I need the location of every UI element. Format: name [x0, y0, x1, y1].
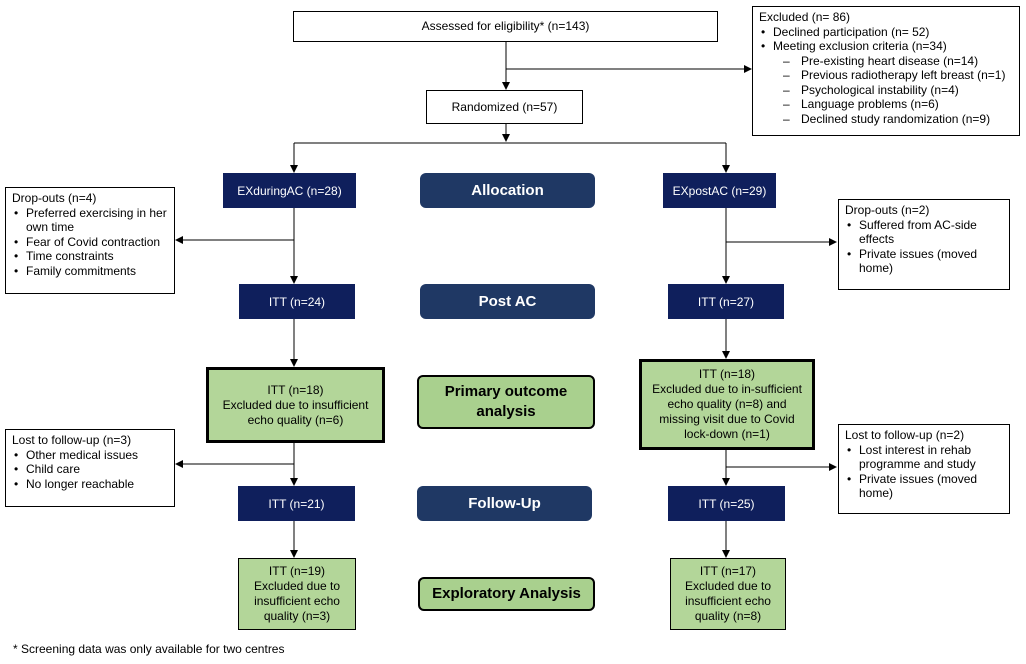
right-primary-box: ITT (n=18) Excluded due to in-sufficient… [639, 359, 815, 450]
left-itt-follow-box: ITT (n=21) [238, 486, 355, 521]
left-primary-line: Excluded due to insufficient [222, 397, 369, 412]
stage-allocation: Allocation [420, 173, 595, 208]
right-exploratory-line: ITT (n=17) [699, 564, 757, 578]
excluded-subitem: Previous radiotherapy left breast (n=1) [759, 68, 1013, 83]
left-dropouts-item: Family commitments [12, 264, 168, 279]
right-itt-post-label: ITT (n=27) [697, 294, 755, 309]
left-exploratory-line: quality (n=3) [263, 609, 331, 623]
excluded-item: Declined participation (n= 52) [759, 25, 1013, 40]
left-dropouts-item: Preferred exercising in her own time [12, 206, 168, 235]
excluded-subitem: Pre-existing heart disease (n=14) [759, 54, 1013, 69]
right-itt-post-box: ITT (n=27) [668, 284, 784, 319]
left-lost-item: Other medical issues [12, 448, 168, 463]
right-itt-follow-box: ITT (n=25) [668, 486, 785, 521]
right-primary-line: echo quality (n=8) and [667, 397, 787, 411]
right-dropouts-item: Private issues (moved home) [845, 247, 1003, 276]
stage-post-ac: Post AC [420, 284, 595, 319]
stage-allocation-label: Allocation [471, 182, 544, 199]
left-lost-item: Child care [12, 462, 168, 477]
right-exploratory-box: ITT (n=17) Excluded due to insufficient … [670, 558, 786, 630]
randomized-box: Randomized (n=57) [426, 90, 583, 124]
left-group-label: EXduringAC (n=28) [237, 183, 342, 198]
left-exploratory-line: Excluded due to [253, 579, 341, 593]
left-lost-box: Lost to follow-up (n=3) Other medical is… [5, 429, 175, 507]
stage-primary-outcome: Primary outcome analysis [417, 375, 595, 429]
left-primary-box: ITT (n=18) Excluded due to insufficient … [206, 367, 385, 443]
right-dropouts-item: Suffered from AC-side effects [845, 218, 1003, 247]
left-itt-follow-label: ITT (n=21) [268, 496, 325, 511]
excluded-item: Meeting exclusion criteria (n=34) [759, 39, 1013, 54]
excluded-subitem: Language problems (n=6) [759, 97, 1013, 112]
right-lost-item: Lost interest in rehab programme and stu… [845, 443, 1003, 472]
left-exploratory-line: insufficient echo [254, 594, 340, 608]
footnote: * Screening data was only available for … [13, 642, 285, 656]
left-dropouts-item: Time constraints [12, 249, 168, 264]
right-primary-line: Excluded due to in-sufficient [652, 382, 802, 396]
left-group-box: EXduringAC (n=28) [223, 173, 356, 208]
left-dropouts-box: Drop-outs (n=4) Preferred exercising in … [5, 187, 175, 294]
right-primary-line: ITT (n=18) [698, 367, 756, 381]
right-primary-line: lock-down (n=1) [684, 427, 770, 441]
excluded-subitem: Psychological instability (n=4) [759, 83, 1013, 98]
left-primary-line: echo quality (n=6) [247, 412, 344, 427]
left-dropouts-item: Fear of Covid contraction [12, 235, 168, 250]
assessed-label: Assessed for eligibility* (n=143) [421, 19, 590, 33]
stage-follow-up: Follow-Up [417, 486, 592, 521]
left-itt-post-label: ITT (n=24) [268, 294, 326, 309]
stage-exploratory-label: Exploratory Analysis [432, 585, 581, 602]
excluded-subitem: Declined study randomization (n=9) [759, 112, 1013, 127]
right-itt-follow-label: ITT (n=25) [698, 496, 755, 511]
right-exploratory-line: insufficient echo [685, 594, 771, 608]
right-lost-title: Lost to follow-up (n=2) [845, 428, 965, 442]
stage-primary-label-2: analysis [476, 403, 536, 420]
randomized-label: Randomized (n=57) [451, 99, 558, 114]
excluded-box: Excluded (n= 86) Declined participation … [752, 6, 1020, 136]
left-primary-line: ITT (n=18) [267, 382, 324, 397]
stage-follow-up-label: Follow-Up [468, 495, 541, 512]
right-group-label: EXpostAC (n=29) [672, 183, 767, 198]
left-exploratory-box: ITT (n=19) Excluded due to insufficient … [238, 558, 356, 630]
stage-post-ac-label: Post AC [478, 293, 537, 310]
right-exploratory-line: quality (n=8) [694, 609, 762, 623]
left-lost-item: No longer reachable [12, 477, 168, 492]
excluded-title: Excluded (n= 86) [759, 10, 851, 24]
right-exploratory-line: Excluded due to [684, 579, 772, 593]
assessed-box: Assessed for eligibility* (n=143) [293, 11, 718, 42]
stage-primary-label-1: Primary outcome [444, 383, 568, 400]
right-dropouts-box: Drop-outs (n=2) Suffered from AC-side ef… [838, 199, 1010, 290]
stage-exploratory: Exploratory Analysis [418, 577, 595, 611]
right-lost-item: Private issues (moved home) [845, 472, 1003, 501]
left-exploratory-line: ITT (n=19) [268, 564, 326, 578]
right-lost-box: Lost to follow-up (n=2) Lost interest in… [838, 424, 1010, 514]
left-dropouts-title: Drop-outs (n=4) [12, 191, 97, 205]
right-group-box: EXpostAC (n=29) [663, 173, 776, 208]
left-lost-title: Lost to follow-up (n=3) [12, 433, 132, 447]
right-dropouts-title: Drop-outs (n=2) [845, 203, 930, 217]
left-itt-post-box: ITT (n=24) [239, 284, 355, 319]
right-primary-line: missing visit due to Covid [659, 412, 795, 426]
